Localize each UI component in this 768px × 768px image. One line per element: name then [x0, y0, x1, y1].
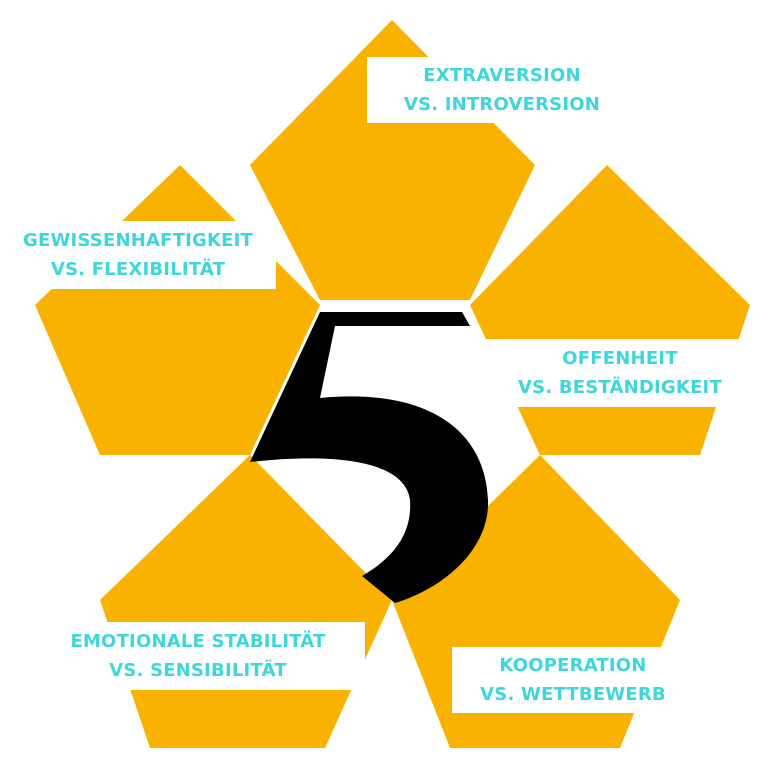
trait-label-offenheit: OFFENHEIT VS. BESTÄNDIGKEIT: [486, 339, 748, 407]
trait-label-kooperation: KOOPERATION VS. WETTBEWERB: [452, 647, 694, 713]
label-line-1: GEWISSENHAFTIGKEIT: [23, 230, 253, 251]
trait-label-emotionale-stabilitaet: EMOTIONALE STABILITÄT VS. SENSIBILITÄT: [40, 622, 365, 690]
label-line-1: EXTRAVERSION: [423, 65, 581, 86]
trait-label-extraversion: EXTRAVERSION VS. INTROVERSION: [367, 57, 637, 123]
label-box: [452, 647, 694, 713]
label-line-1: EMOTIONALE STABILITÄT: [70, 630, 326, 652]
petal-top: [250, 20, 535, 300]
label-line-2: VS. WETTBEWERB: [480, 684, 666, 705]
label-box: [486, 339, 748, 407]
label-line-1: KOOPERATION: [499, 655, 646, 676]
label-line-2: VS. INTROVERSION: [404, 94, 600, 115]
label-box: [0, 221, 276, 289]
label-line-2: VS. FLEXIBILITÄT: [51, 258, 226, 280]
label-line-2: VS. BESTÄNDIGKEIT: [518, 376, 722, 398]
numeral-five: [250, 312, 489, 603]
label-box: [40, 622, 365, 690]
trait-label-gewissenhaftigkeit: GEWISSENHAFTIGKEIT VS. FLEXIBILITÄT: [0, 221, 276, 289]
label-line-1: OFFENHEIT: [562, 348, 678, 369]
petal-bottom-left: [100, 455, 392, 748]
label-box: [367, 57, 637, 123]
label-line-2: VS. SENSIBILITÄT: [109, 659, 287, 681]
